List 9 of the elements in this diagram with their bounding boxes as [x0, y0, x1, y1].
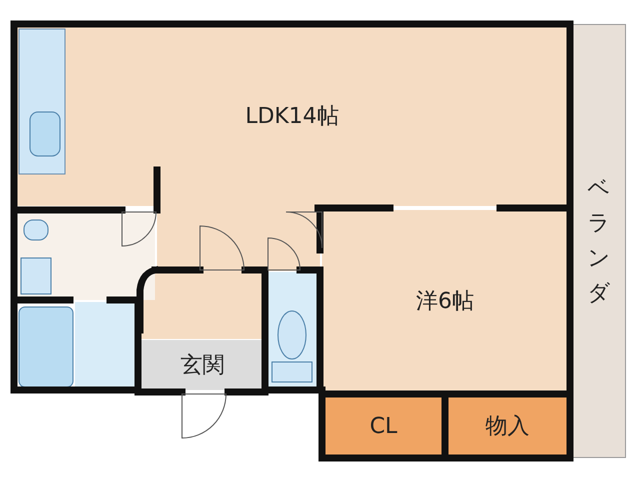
room-label: 玄関	[180, 352, 224, 380]
room-area	[322, 210, 568, 392]
balcony-area	[572, 24, 626, 458]
room-label: 物入	[486, 413, 530, 441]
room-label: LDK14帖	[245, 103, 339, 131]
room-area	[16, 26, 568, 206]
room-label: CL	[370, 414, 398, 438]
balcony-label: ベランダ	[586, 174, 612, 308]
room-label: 洋6帖	[416, 288, 474, 316]
